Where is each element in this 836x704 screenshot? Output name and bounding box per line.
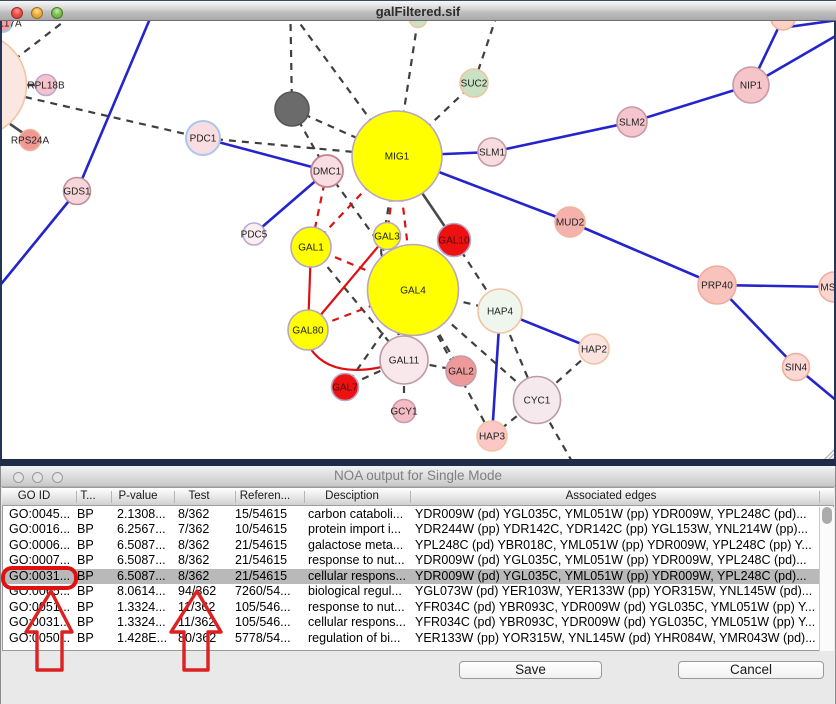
svg-text:GAL2: GAL2 bbox=[448, 367, 474, 378]
svg-text:HAP3: HAP3 bbox=[479, 432, 506, 443]
svg-text:SLM2: SLM2 bbox=[619, 118, 646, 129]
svg-text:PDC5: PDC5 bbox=[241, 230, 268, 241]
svg-text:GAL80: GAL80 bbox=[292, 326, 324, 337]
svg-text:MSB1: MSB1 bbox=[820, 283, 836, 294]
svg-text:SIN4: SIN4 bbox=[785, 363, 808, 374]
svg-text:SUC2: SUC2 bbox=[461, 79, 488, 90]
svg-text:PRP40: PRP40 bbox=[701, 281, 733, 292]
svg-text:MIG1: MIG1 bbox=[385, 152, 410, 163]
svg-text:GAL11: GAL11 bbox=[389, 356, 420, 367]
svg-text:RPS24A: RPS24A bbox=[11, 136, 50, 147]
svg-text:GDS1: GDS1 bbox=[63, 187, 91, 198]
svg-text:GAL7: GAL7 bbox=[332, 383, 358, 394]
svg-text:GAL1: GAL1 bbox=[298, 243, 324, 254]
svg-text:CYC1: CYC1 bbox=[524, 396, 551, 407]
svg-text:MUD2: MUD2 bbox=[556, 218, 585, 229]
svg-text:PDC1: PDC1 bbox=[190, 134, 217, 145]
svg-text:GCY1: GCY1 bbox=[390, 407, 418, 418]
svg-text:HAP2: HAP2 bbox=[581, 345, 608, 356]
svg-text:GAL10: GAL10 bbox=[438, 236, 470, 247]
svg-text:RPL18B: RPL18B bbox=[27, 81, 65, 92]
svg-text:GAL3: GAL3 bbox=[374, 232, 400, 243]
svg-text:DMC1: DMC1 bbox=[313, 167, 342, 178]
svg-text:HAP4: HAP4 bbox=[487, 307, 514, 318]
svg-text:RPL17A: RPL17A bbox=[0, 19, 22, 30]
svg-text:GAL4: GAL4 bbox=[400, 286, 426, 297]
svg-text:SLM1: SLM1 bbox=[479, 148, 506, 159]
svg-text:NIP1: NIP1 bbox=[740, 81, 763, 92]
